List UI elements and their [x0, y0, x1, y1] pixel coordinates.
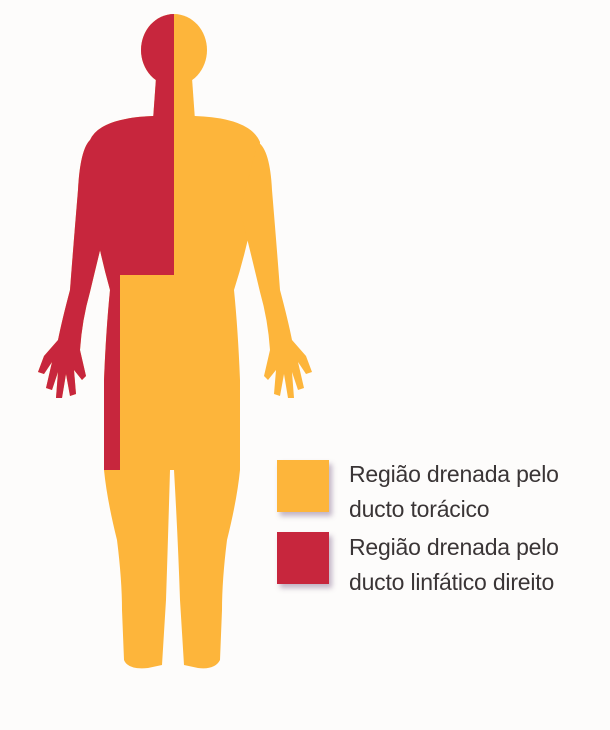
legend-swatch-thoracic-duct [277, 460, 329, 512]
legend-label-right-lymphatic-duct: Região drenada pelo ducto linfático dire… [349, 534, 559, 595]
legend-label-thoracic-duct: Região drenada pelo ducto torácico [349, 461, 559, 522]
legend-swatch-right-lymphatic-duct [277, 532, 329, 584]
right-lymphatic-drainage-region [38, 14, 174, 470]
